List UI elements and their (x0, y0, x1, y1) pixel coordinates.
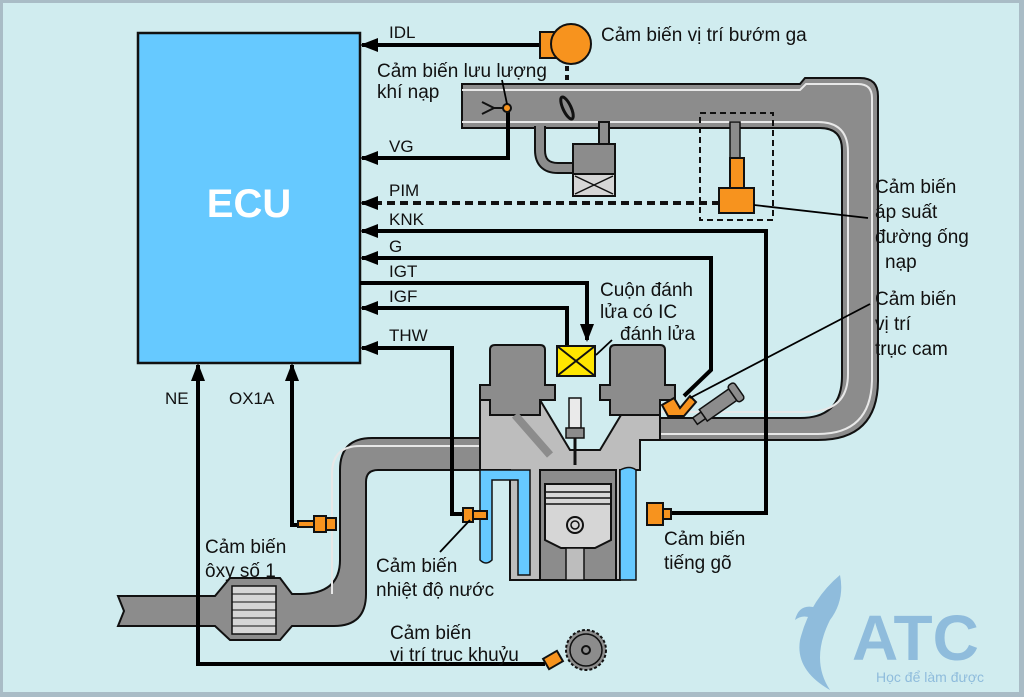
label-cam-1: Cảm biến (875, 289, 956, 310)
coolant-jacket-left (479, 469, 531, 576)
cam-position-sensor (660, 394, 698, 417)
signal-ne: NE (165, 389, 189, 408)
signal-g: G (389, 237, 402, 256)
wire-g (360, 251, 713, 398)
label-air-flow-2: khí nạp (377, 82, 439, 103)
ignition-coil (556, 345, 596, 377)
ecu-label: ECU (207, 182, 291, 226)
piston (544, 483, 612, 549)
signal-knk: KNK (389, 210, 425, 229)
wire-thw (360, 341, 463, 516)
fuel-injector (691, 382, 745, 426)
label-coil-3: đánh lửa (620, 324, 695, 345)
logo-brand: ATC (852, 602, 979, 674)
atc-logo: ATC Học để làm được (795, 575, 984, 690)
wire-vg (360, 110, 510, 165)
wire-ox1a (285, 363, 300, 527)
spark-plug (568, 397, 582, 429)
label-coolant-1: Cảm biến (376, 556, 457, 577)
cam-cover-left (479, 344, 556, 416)
signal-igf: IGF (389, 287, 417, 306)
wire-ne (191, 363, 545, 666)
air-flow-sensor (502, 103, 512, 113)
label-crank-2: vị trí trục khuỷu (390, 645, 519, 666)
map-sensor (718, 157, 755, 214)
signal-idl: IDL (389, 23, 415, 42)
label-map-4: nạp (885, 252, 917, 273)
ecu-box: ECU (136, 31, 362, 365)
signal-thw: THW (389, 326, 428, 345)
leader-lines (439, 79, 871, 553)
throttle-position-sensor (539, 23, 592, 65)
label-knock-2: tiếng gõ (664, 553, 732, 574)
signal-wires (191, 38, 768, 666)
label-coil-1: Cuộn đánh (600, 280, 693, 301)
oxygen-sensor (297, 515, 337, 533)
label-cam-3: trục cam (875, 339, 948, 360)
label-map-2: áp suất (875, 202, 938, 223)
coolant-temp-sensor (462, 507, 488, 523)
label-map-1: Cảm biến (875, 177, 956, 198)
logo-tagline: Học để làm được (876, 669, 984, 685)
wire-knk (360, 224, 768, 515)
coolant-jacket-right (619, 466, 637, 581)
crank-position-sensor (541, 629, 607, 671)
throttle-valve-icon (559, 95, 575, 121)
label-knock-1: Cảm biến (664, 529, 745, 550)
signal-pim: PIM (389, 181, 419, 200)
logo-flame-icon (799, 575, 842, 690)
signal-vg: VG (389, 137, 414, 156)
label-cam-2: vị trí (875, 314, 912, 335)
label-air-flow-1: Cảm biến lưu lượng (377, 61, 547, 82)
label-oxygen-1: Cảm biến (205, 537, 286, 558)
sensor-labels: Cảm biến vị trí bướm ga Cảm biến lưu lượ… (205, 25, 969, 666)
label-throttle-position: Cảm biến vị trí bướm ga (601, 25, 807, 46)
wire-igt (360, 281, 594, 342)
label-oxygen-2: ôxy số 1 (205, 561, 276, 582)
cam-cover-right (599, 344, 676, 416)
signal-ox1a: OX1A (229, 389, 275, 408)
signal-igt: IGT (389, 262, 417, 281)
wire-igf (360, 301, 569, 345)
label-coil-2: lửa có IC (600, 302, 677, 323)
exhaust-pipe (116, 437, 481, 641)
label-crank-1: Cảm biến (390, 623, 471, 644)
engine-cylinder (479, 344, 745, 581)
label-coolant-2: nhiệt độ nước (376, 580, 494, 601)
label-map-3: đường ống (875, 227, 969, 248)
knock-sensor (646, 502, 672, 526)
signal-labels: IDL VG PIM KNK G IGT IGF THW NE OX1A (165, 23, 428, 408)
